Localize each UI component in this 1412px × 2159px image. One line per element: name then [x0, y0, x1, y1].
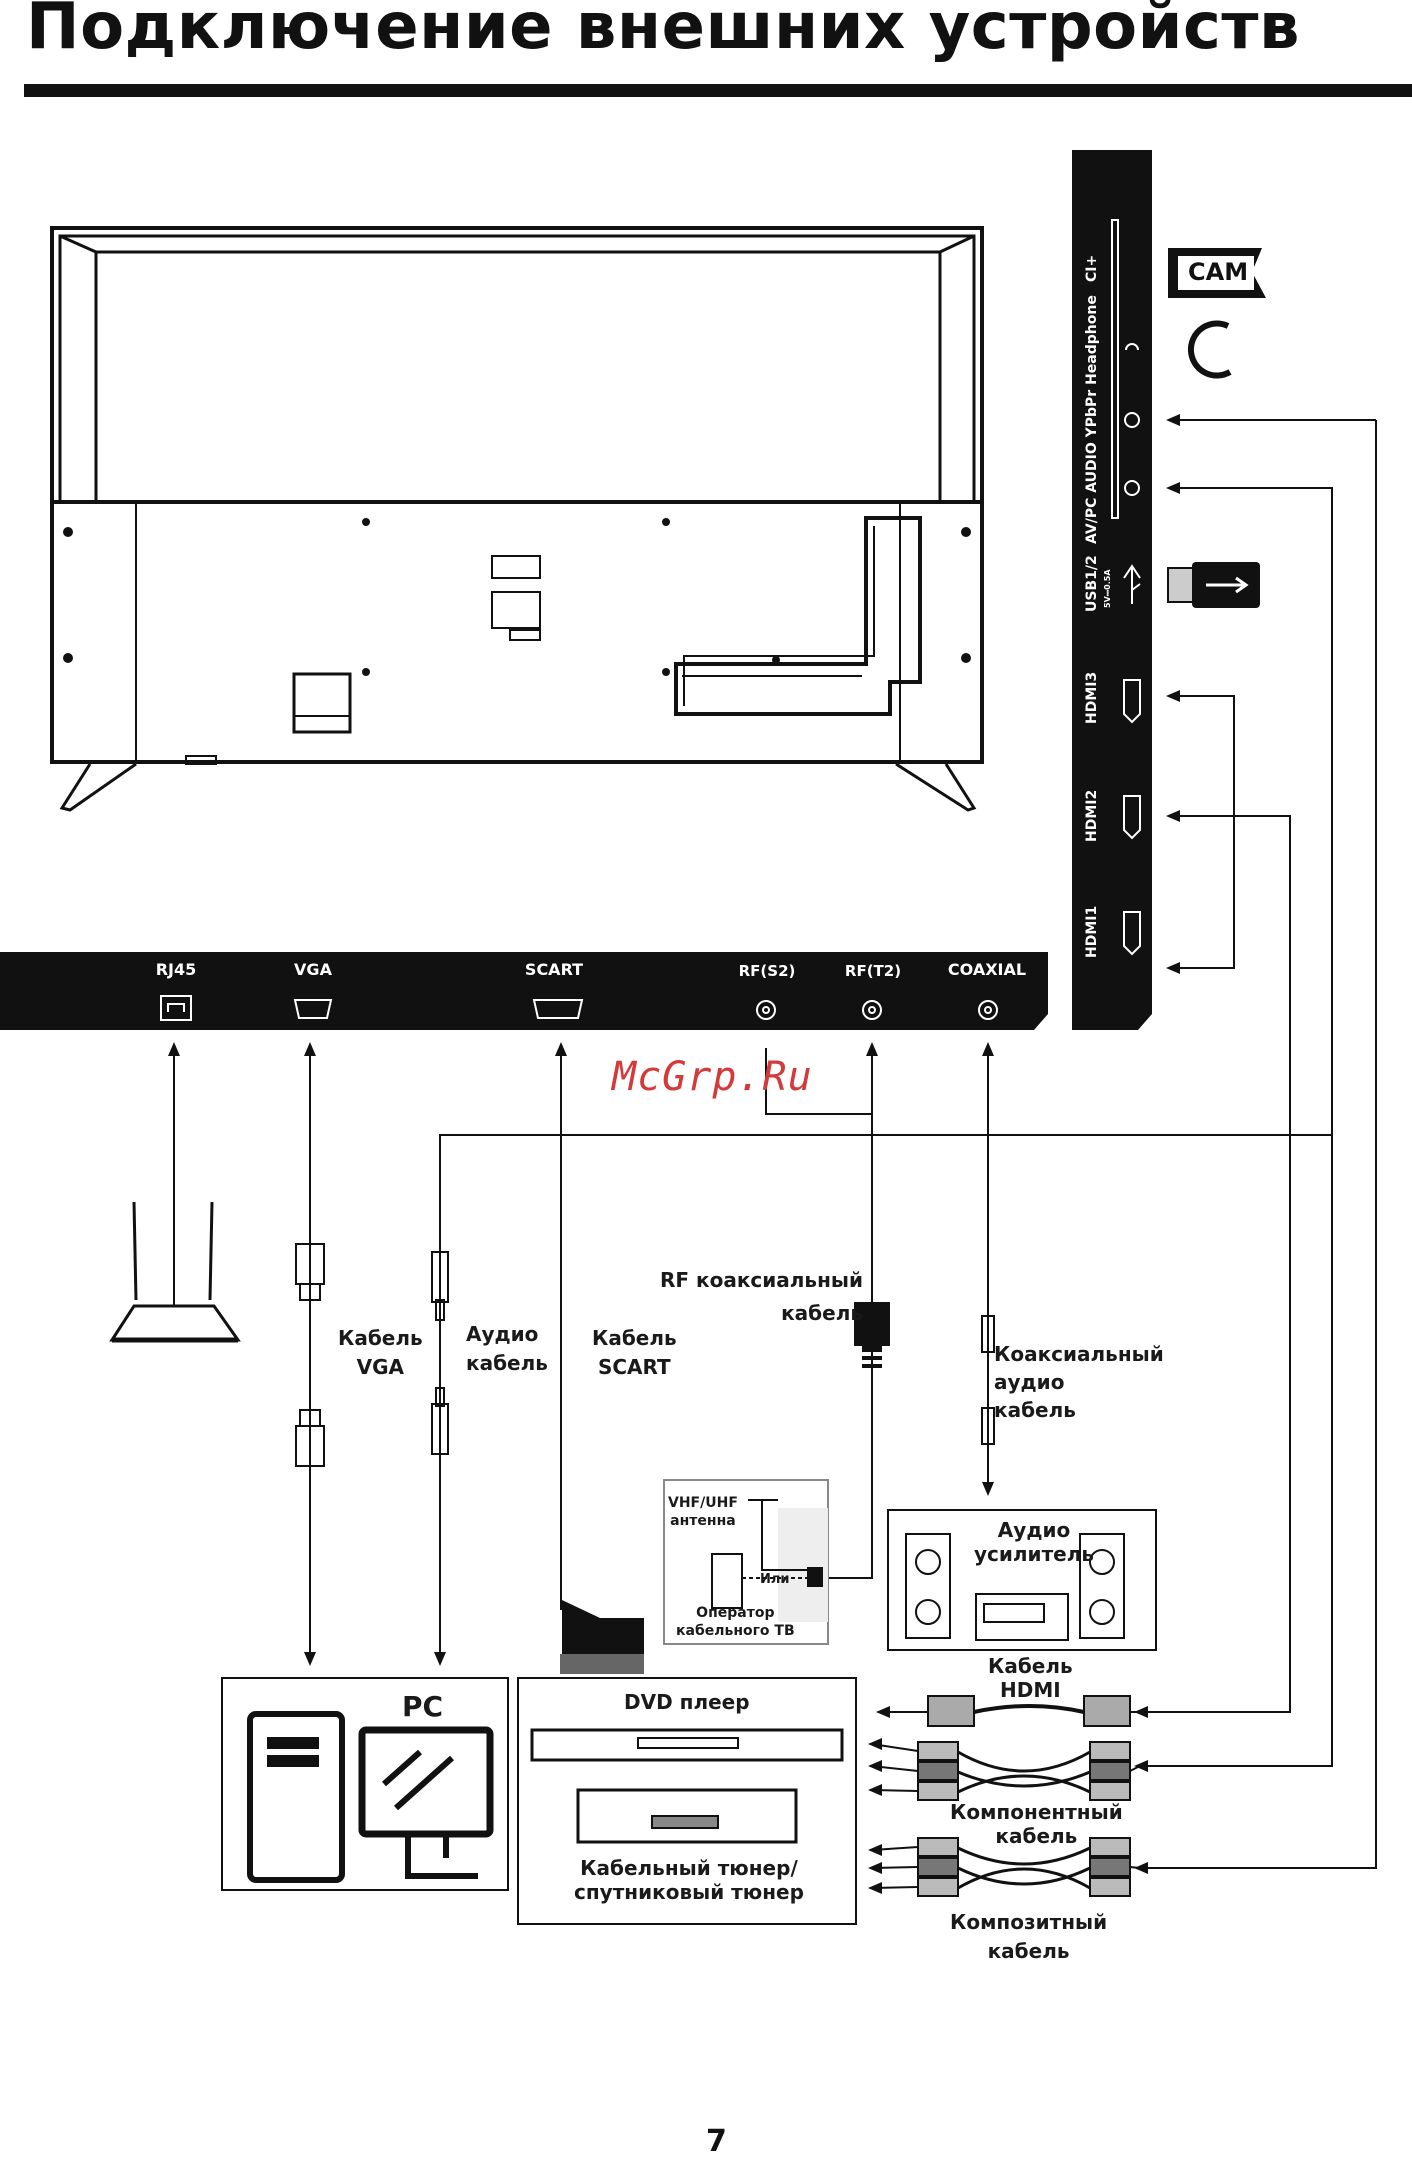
- port-label-rf-t2: RF(T2): [844, 962, 902, 980]
- connection-lines: [173, 419, 1377, 1869]
- scart-port-icon: [532, 999, 584, 1019]
- usb-drive-icon: [1167, 562, 1260, 608]
- hdmi-cable-label: Кабель HDMI: [988, 1654, 1073, 1702]
- antenna-box: [663, 1479, 829, 1645]
- or-label: Или: [760, 1572, 790, 1587]
- cam-module-icon: [1168, 248, 1266, 298]
- component-cable: [917, 1741, 1131, 1801]
- port-label-ci: CI+: [1084, 254, 1100, 282]
- vga-cable: [295, 1243, 325, 1467]
- watermark: McGrp.Ru: [612, 1054, 813, 1100]
- composite-cable-label: Композитный кабель: [950, 1910, 1108, 1963]
- router-icon: [109, 1201, 241, 1343]
- port-label-vga: VGA: [294, 960, 332, 979]
- port-label-rf-s2: RF(S2): [738, 962, 796, 980]
- hdmi-cable: [927, 1695, 1131, 1727]
- port-label-usb-power: 5V⎓0.5A: [1103, 569, 1112, 608]
- audio-cable-label: Аудио кабель: [466, 1322, 548, 1375]
- port-label-coaxial: COAXIAL: [947, 960, 1027, 979]
- hdmi2-port-icon: [1123, 795, 1141, 840]
- pc-label: PC: [402, 1690, 444, 1723]
- page-number: 7: [706, 2124, 727, 2159]
- port-label-usb: USB1/2: [1084, 555, 1100, 612]
- pc-device: [221, 1677, 509, 1891]
- dvd-label: DVD плеер: [624, 1690, 750, 1714]
- ypbpr-port-icon: [1124, 412, 1140, 428]
- rf-cable-plug: [854, 1302, 890, 1368]
- coaxial-port-icon: [978, 1000, 998, 1020]
- amplifier-label: Аудио усилитель: [974, 1518, 1095, 1566]
- page-title: Подключение внешних устройств: [26, 0, 1300, 64]
- side-port-panel: [1072, 150, 1152, 1030]
- title-rule: [24, 84, 1412, 97]
- coax-cable-label: Коаксиальный аудио кабель: [994, 1342, 1164, 1422]
- scart-plug: [560, 1600, 644, 1674]
- vga-port-icon: [293, 999, 333, 1019]
- audio-cable: [431, 1251, 449, 1455]
- port-label-rj45: RJ45: [155, 960, 197, 979]
- ci-slot-icon: [1111, 219, 1119, 519]
- hdmi3-port-icon: [1123, 679, 1141, 724]
- port-label-hdmi2: HDMI2: [1084, 789, 1100, 842]
- port-label-av-ypbpr-headphone: AV/PC AUDIO YPbPr Headphone: [1084, 295, 1100, 544]
- dvd-tuner-device: [517, 1677, 857, 1925]
- coax-cable: [981, 1315, 995, 1445]
- tuner-label: Кабельный тюнер/ спутниковый тюнер: [574, 1856, 804, 1904]
- usb-port-icon: [1123, 564, 1141, 604]
- port-label-scart: SCART: [524, 960, 584, 979]
- audio-amplifier: [887, 1509, 1157, 1651]
- bottom-port-panel: [0, 952, 1048, 1030]
- headphone-plug-icon: [1187, 320, 1232, 379]
- port-label-hdmi1: HDMI1: [1084, 905, 1100, 958]
- arrowheads: [168, 414, 1180, 1874]
- tv-rear-panel: [50, 226, 984, 812]
- vga-cable-label: Кабель VGA: [338, 1326, 423, 1379]
- scart-cable-label: Кабель SCART: [592, 1326, 677, 1379]
- rf-s2-port-icon: [756, 1000, 776, 1020]
- av-port-icon: [1124, 480, 1140, 496]
- port-label-hdmi3: HDMI3: [1084, 671, 1100, 724]
- headphone-port-icon: [1125, 343, 1139, 351]
- rj45-port-icon: [160, 995, 192, 1021]
- antenna-label: VHF/UHF антенна: [668, 1495, 738, 1529]
- hdmi1-port-icon: [1123, 911, 1141, 956]
- rf-cable-label: RF коаксиальный кабель: [660, 1268, 863, 1325]
- cam-label: CAM: [1188, 258, 1249, 286]
- component-cable-label: Компонентный кабель: [950, 1800, 1123, 1848]
- cable-operator-label: Оператор кабельного ТВ: [676, 1605, 795, 1639]
- rf-t2-port-icon: [862, 1000, 882, 1020]
